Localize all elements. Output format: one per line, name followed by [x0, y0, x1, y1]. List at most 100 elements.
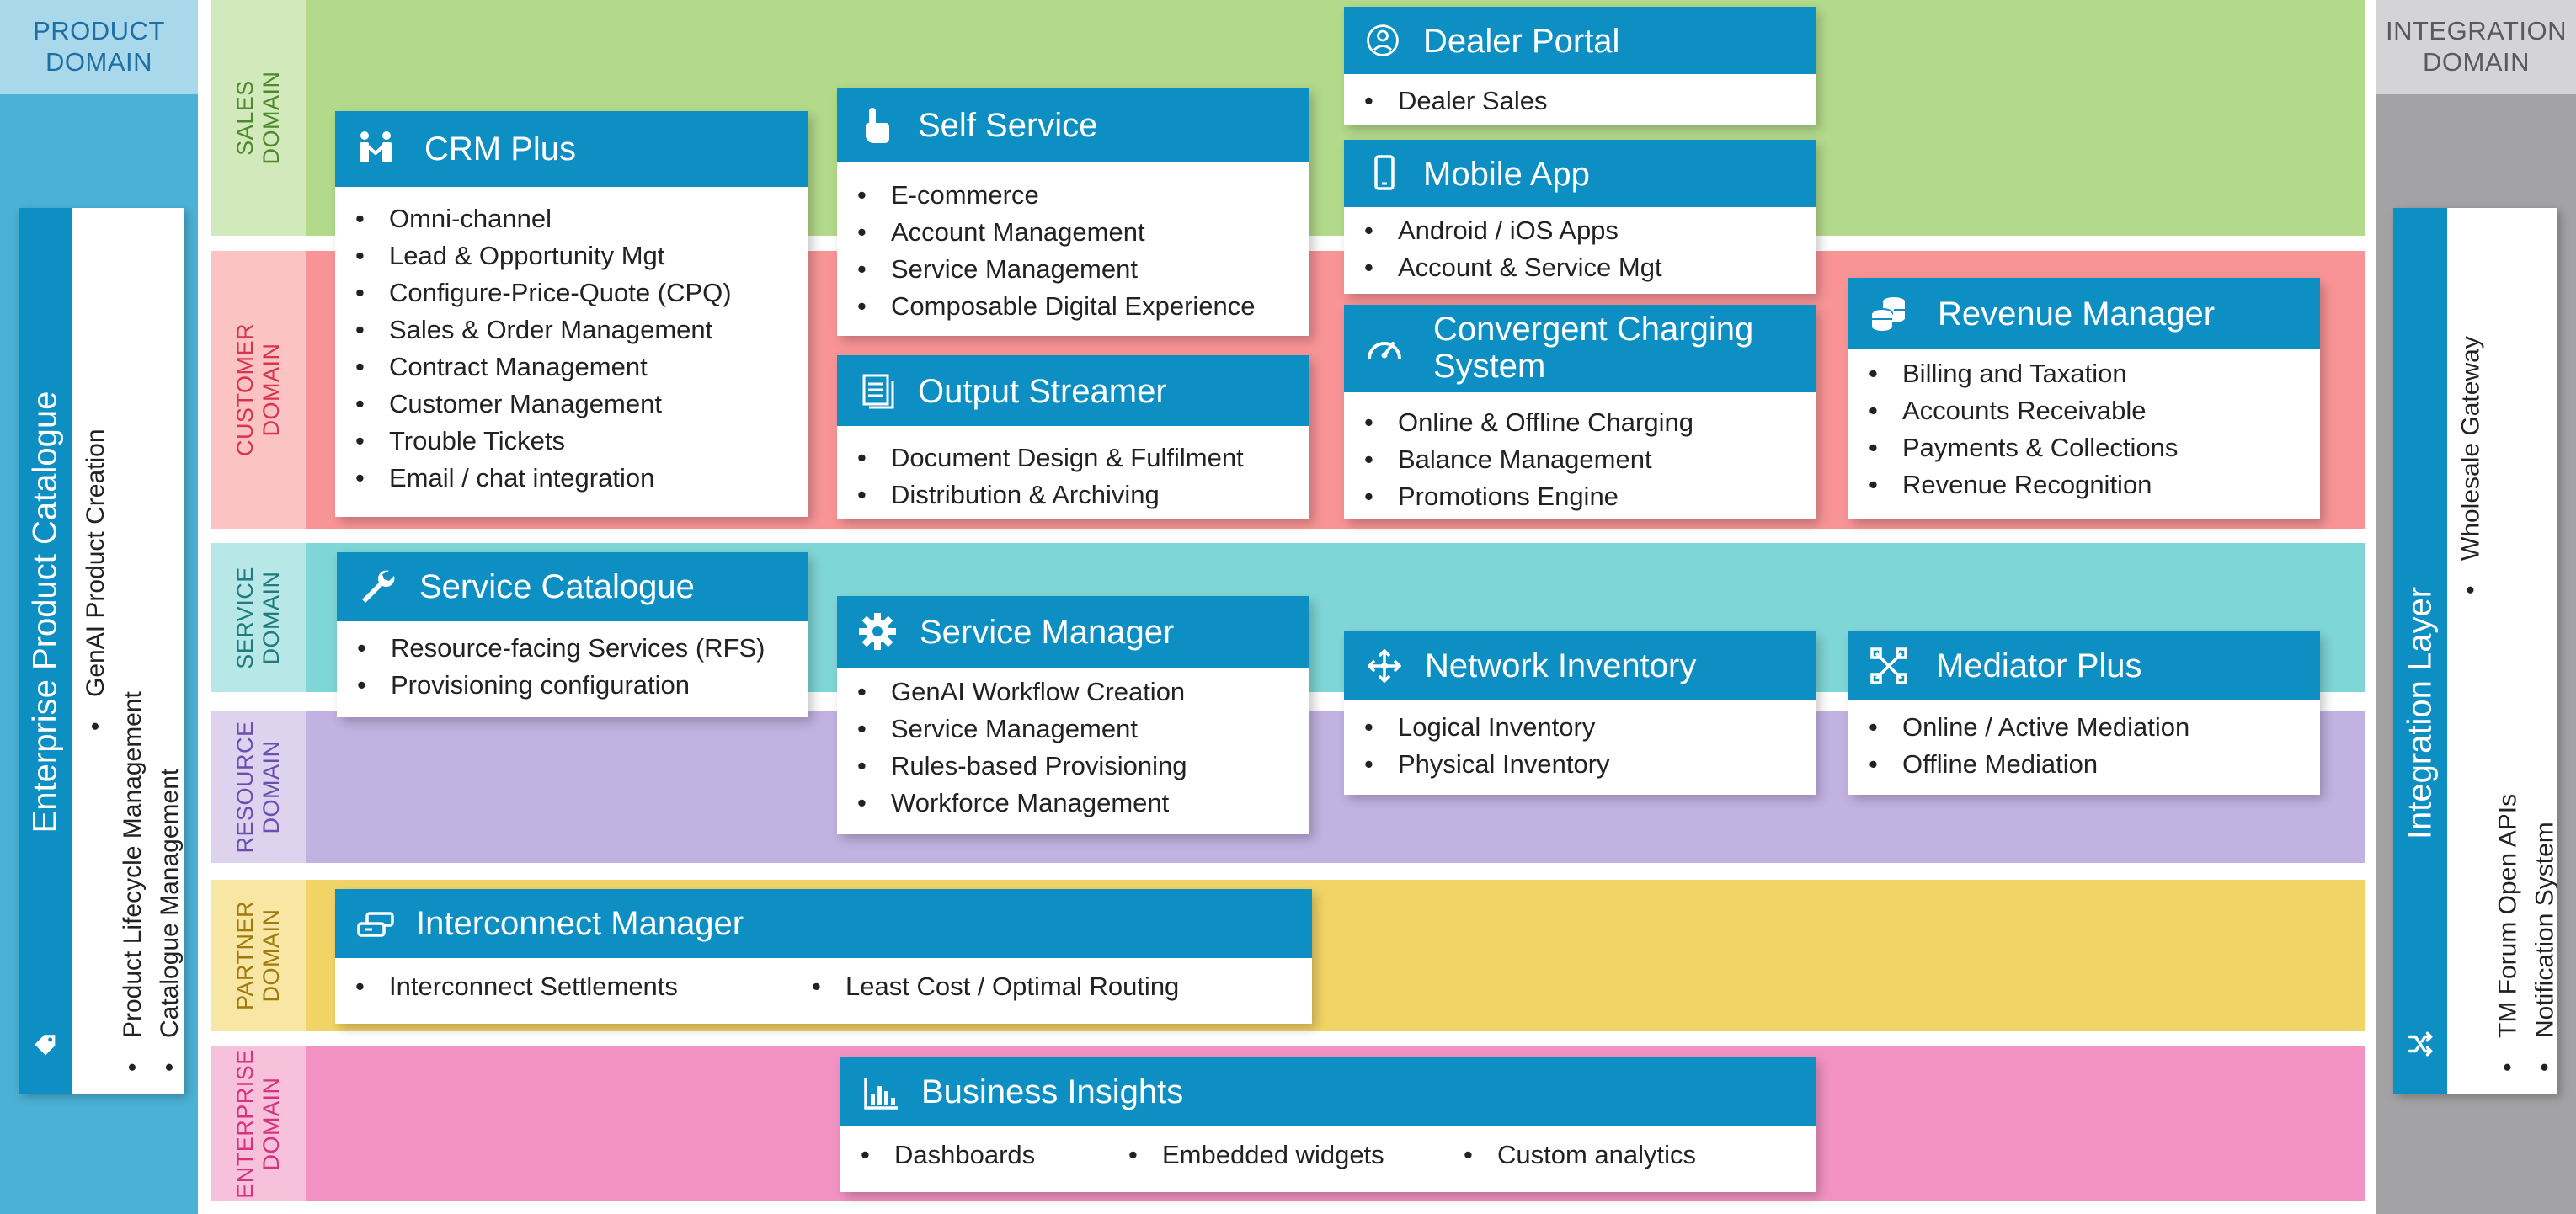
revenue-manager-header: Revenue Manager — [1848, 278, 2320, 349]
list-item: •Composable Digital Experience — [857, 291, 1256, 321]
business-insights-title: Business Insights — [921, 1073, 1184, 1110]
business-insights-card[interactable]: Business Insights •Dashboards •Embedded … — [840, 1057, 1816, 1192]
revenue-manager-title: Revenue Manager — [1938, 296, 2216, 333]
enterprise-domain-label-box: ENTERPRISE DOMAIN — [211, 1046, 306, 1201]
self-service-items: •E-commerce •Account Management •Service… — [857, 177, 1256, 325]
service-catalogue-card[interactable]: Service Catalogue •Resource-facing Servi… — [337, 552, 808, 717]
sales-domain-label: SALES DOMAIN — [232, 71, 284, 165]
integration-layer-card[interactable]: Integration Layer •Wholesale Gateway •TM… — [2393, 208, 2557, 1094]
list-item: •E-commerce — [857, 180, 1039, 210]
mobile-app-title: Mobile App — [1423, 156, 1590, 193]
bar-chart-icon — [864, 1078, 898, 1110]
mobile-app-items: •Android / iOS Apps •Account & Service M… — [1364, 212, 1662, 286]
catalogue-items: •GenAI Product Creation •Product Lifecyc… — [72, 208, 184, 1094]
mediator-plus-title: Mediator Plus — [1936, 647, 2142, 684]
document-stack-icon — [862, 374, 894, 409]
integration-items: •Wholesale Gateway •TM Forum Open APIs •… — [2447, 208, 2557, 1094]
network-inventory-header: Network Inventory — [1344, 631, 1816, 700]
mediator-plus-header: Mediator Plus — [1848, 631, 2320, 700]
self-service-title: Self Service — [918, 107, 1098, 144]
mediation-nodes-icon — [1870, 647, 1907, 684]
enterprise-product-catalogue-card[interactable]: Enterprise Product Catalogue •GenAI Prod… — [19, 208, 184, 1094]
service-manager-title: Service Manager — [920, 614, 1175, 651]
crm-plus-title: CRM Plus — [424, 130, 577, 168]
dealer-portal-title: Dealer Portal — [1423, 23, 1620, 60]
crm-plus-header: CRM Plus — [335, 111, 808, 187]
business-insights-header: Business Insights — [840, 1057, 1816, 1126]
resource-domain-label-box: RESOURCE DOMAIN — [211, 711, 306, 863]
network-arrows-icon — [1368, 649, 1401, 683]
resource-domain-label: RESOURCE DOMAIN — [232, 721, 284, 854]
list-item: •Sales & Order Management — [355, 315, 713, 344]
output-streamer-items: •Document Design & Fulfilment •Distribut… — [857, 439, 1244, 514]
integration-item: •Wholesale Gateway — [2456, 336, 2484, 594]
interconnect-manager-title: Interconnect Manager — [416, 905, 744, 942]
service-manager-header: Service Manager — [837, 596, 1309, 668]
service-manager-items: •GenAI Workflow Creation •Service Manage… — [857, 674, 1187, 822]
wrench-icon — [362, 570, 395, 603]
partner-domain-label-box: PARTNER DOMAIN — [211, 880, 306, 1031]
dealer-portal-card[interactable]: Dealer Portal •Dealer Sales — [1344, 7, 1816, 125]
network-inventory-items: •Logical Inventory •Physical Inventory — [1364, 709, 1610, 783]
list-item: •Dealer Sales — [1364, 86, 1548, 115]
revenue-manager-card[interactable]: Revenue Manager •Billing and Taxation •A… — [1848, 278, 2320, 519]
list-item: •Dashboards — [861, 1140, 1036, 1169]
list-item: •Workforce Management — [857, 788, 1170, 817]
list-item: •Lead & Opportunity Mgt — [355, 241, 665, 270]
list-item: •Service Management — [857, 254, 1138, 284]
list-item: •Trouble Tickets — [355, 426, 566, 455]
customer-domain-label-box: CUSTOMER DOMAIN — [211, 251, 306, 529]
gauge-icon — [1368, 342, 1401, 359]
service-domain-label-box: SERVICE DOMAIN — [211, 543, 306, 692]
interconnect-icon — [357, 912, 394, 937]
sales-domain-label-box: SALES DOMAIN — [211, 0, 306, 236]
self-service-header: Self Service — [837, 88, 1309, 162]
output-streamer-header: Output Streamer — [837, 355, 1309, 426]
interconnect-manager-header: Interconnect Manager — [335, 889, 1312, 958]
mediator-plus-card[interactable]: Mediator Plus •Online / Active Mediation… — [1848, 631, 2320, 795]
service-manager-card[interactable]: Service Manager •GenAI Workflow Creation… — [837, 596, 1309, 834]
catalogue-item: •Product Lifecycle Management — [119, 691, 147, 1072]
list-item: •Custom analytics — [1464, 1140, 1697, 1169]
convergent-charging-card[interactable]: Convergent Charging System •Online & Off… — [1344, 305, 1816, 519]
crm-plus-card[interactable]: CRM Plus •Omni-channel •Lead & Opportuni… — [335, 111, 808, 517]
interconnect-manager-card[interactable]: Interconnect Manager •Interconnect Settl… — [335, 889, 1312, 1024]
list-item: •Android / iOS Apps — [1364, 216, 1619, 245]
list-item: •Provisioning configuration — [357, 670, 690, 700]
shuffle-icon — [2408, 1031, 2433, 1057]
list-item: •Resource-facing Services (RFS) — [357, 633, 765, 663]
list-item: •Configure-Price-Quote (CPQ) — [355, 278, 732, 307]
tag-icon — [35, 1035, 56, 1056]
output-streamer-title: Output Streamer — [918, 373, 1167, 410]
gear-icon — [859, 613, 896, 650]
mobile-app-card[interactable]: Mobile App •Android / iOS Apps •Account … — [1344, 140, 1816, 294]
list-item: •Interconnect Settlements — [355, 972, 678, 1001]
revenue-manager-items: •Billing and Taxation •Accounts Receivab… — [1869, 355, 2178, 503]
integration-item: •TM Forum Open APIs — [2493, 793, 2521, 1072]
list-item: •Embedded widgets — [1128, 1140, 1384, 1169]
list-item: •Billing and Taxation — [1869, 359, 2127, 388]
dealer-portal-items: •Dealer Sales — [1364, 83, 1547, 120]
catalogue-item: •Catalogue Management — [156, 768, 184, 1072]
integration-title: Integration Layer — [2401, 586, 2439, 840]
integration-title-strip: Integration Layer — [2393, 208, 2447, 1094]
list-item: •Payments & Collections — [1869, 433, 2179, 462]
list-item: •Email / chat integration — [355, 463, 655, 493]
smartphone-icon — [1374, 155, 1395, 190]
integration-domain-header: INTEGRATION DOMAIN — [2376, 0, 2576, 94]
catalogue-item: •GenAI Product Creation — [82, 429, 109, 731]
list-item: •Revenue Recognition — [1869, 470, 2152, 499]
network-inventory-card[interactable]: Network Inventory •Logical Inventory •Ph… — [1344, 631, 1816, 795]
mobile-app-header: Mobile App — [1344, 140, 1816, 207]
self-service-card[interactable]: Self Service •E-commerce •Account Manage… — [837, 88, 1309, 336]
mediator-plus-items: •Online / Active Mediation •Offline Medi… — [1869, 709, 2189, 783]
output-streamer-card[interactable]: Output Streamer •Document Design & Fulfi… — [837, 355, 1309, 519]
list-item: •Rules-based Provisioning — [857, 751, 1187, 780]
list-item: •Logical Inventory — [1364, 712, 1596, 742]
list-item: •Balance Management — [1364, 445, 1652, 474]
convergent-charging-items: •Online & Offline Charging •Balance Mana… — [1364, 404, 1693, 515]
service-catalogue-title: Service Catalogue — [419, 568, 695, 605]
product-domain-header: PRODUCT DOMAIN — [0, 0, 198, 94]
list-item: •GenAI Workflow Creation — [857, 677, 1186, 706]
service-domain-label: SERVICE DOMAIN — [232, 566, 284, 669]
